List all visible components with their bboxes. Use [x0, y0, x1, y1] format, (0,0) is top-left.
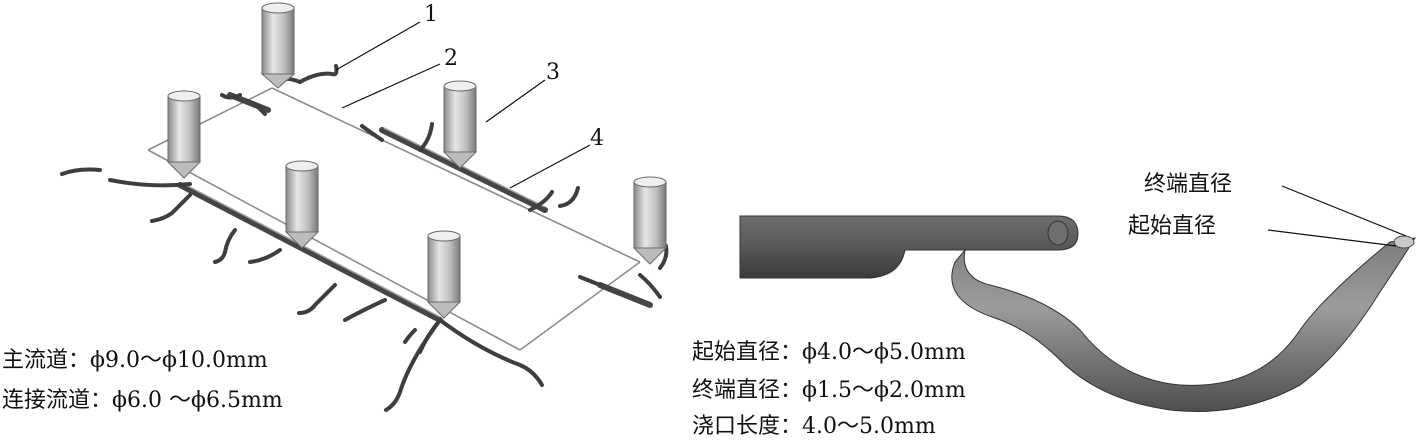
cylinder-1	[260, 2, 296, 89]
gate-label-leaders	[1267, 185, 1407, 247]
cylinder-6	[426, 230, 462, 319]
cylinder-4	[284, 160, 320, 249]
curved-gate-detail	[739, 185, 1417, 413]
connecting-runner-highlights	[181, 127, 546, 318]
end-diameter-label: 终端直径	[1144, 172, 1233, 197]
cylinder-5	[632, 176, 668, 265]
callout-4: 4	[590, 126, 604, 151]
cylinder-2	[166, 90, 202, 179]
start-diameter-spec: 起始直径：ϕ4.0～ϕ5.0mm	[692, 340, 966, 365]
runner-system	[60, 2, 669, 412]
cylinder-3	[442, 80, 478, 169]
connecting-runner-spec: 连接流道：ϕ6.0 ～ϕ6.5mm	[2, 388, 283, 413]
start-diameter-label: 起始直径	[1128, 214, 1217, 239]
end-diameter-spec: 终端直径：ϕ1.5～ϕ2.0mm	[692, 378, 966, 403]
connecting-runners	[177, 92, 653, 323]
main-runner-frame	[147, 87, 641, 351]
callout-2: 2	[444, 46, 458, 71]
callout-1: 1	[424, 2, 438, 27]
callout-leaders	[335, 21, 591, 189]
part-cylinders	[166, 2, 668, 319]
gate-length-spec: 浇口长度：4.0～5.0mm	[692, 414, 936, 439]
main-runner-spec: 主流道：ϕ9.0～ϕ10.0mm	[2, 348, 268, 373]
callout-3: 3	[546, 60, 560, 85]
